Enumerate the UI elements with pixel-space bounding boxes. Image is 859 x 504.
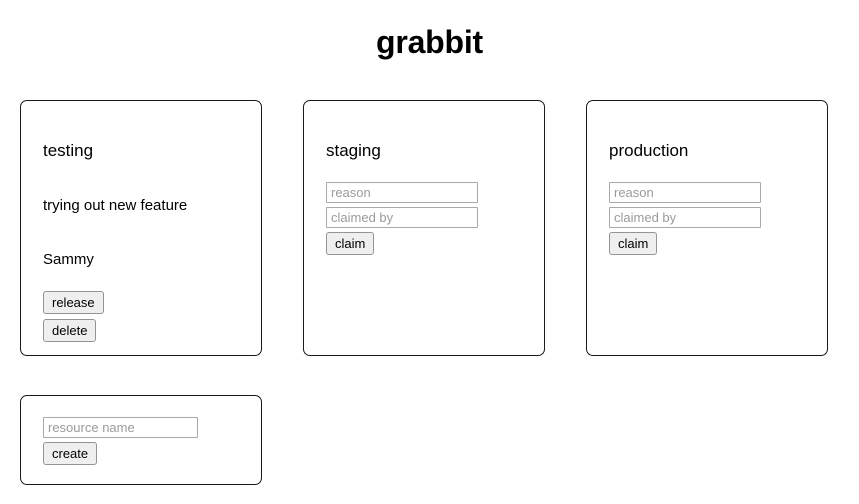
resource-reason-testing: trying out new feature xyxy=(43,197,188,214)
card-body: staging claim xyxy=(326,123,522,255)
resource-name-staging: staging xyxy=(326,141,381,160)
resource-name-production: production xyxy=(609,141,689,160)
claim-button-production[interactable]: claim xyxy=(609,232,658,255)
card-body: testing trying out new feature Sammy rel… xyxy=(43,123,239,342)
claim-form-production: claim xyxy=(609,161,805,255)
resource-name-input[interactable] xyxy=(43,417,198,438)
reason-input-production[interactable] xyxy=(609,182,761,203)
resource-claimed-by-testing: Sammy xyxy=(43,251,94,268)
claim-form-staging: claim xyxy=(326,161,522,255)
create-resource-card: create xyxy=(20,395,262,485)
resource-card-production: production claim xyxy=(586,100,828,356)
reason-input-staging[interactable] xyxy=(326,182,478,203)
claim-button-staging[interactable]: claim xyxy=(326,232,375,255)
claimed-by-input-staging[interactable] xyxy=(326,207,478,228)
claimed-by-input-production[interactable] xyxy=(609,207,761,228)
resource-name-testing: testing xyxy=(43,141,94,160)
card-body: production claim xyxy=(609,123,805,255)
delete-button[interactable]: delete xyxy=(43,319,97,342)
action-button-stack: release delete xyxy=(43,269,239,342)
resource-card-row: testing trying out new feature Sammy rel… xyxy=(20,100,828,356)
resource-card-staging: staging claim xyxy=(303,100,545,356)
page-title: grabbit xyxy=(375,24,484,60)
resource-card-testing: testing trying out new feature Sammy rel… xyxy=(20,100,262,356)
create-button[interactable]: create xyxy=(43,442,98,465)
release-button[interactable]: release xyxy=(43,291,104,314)
